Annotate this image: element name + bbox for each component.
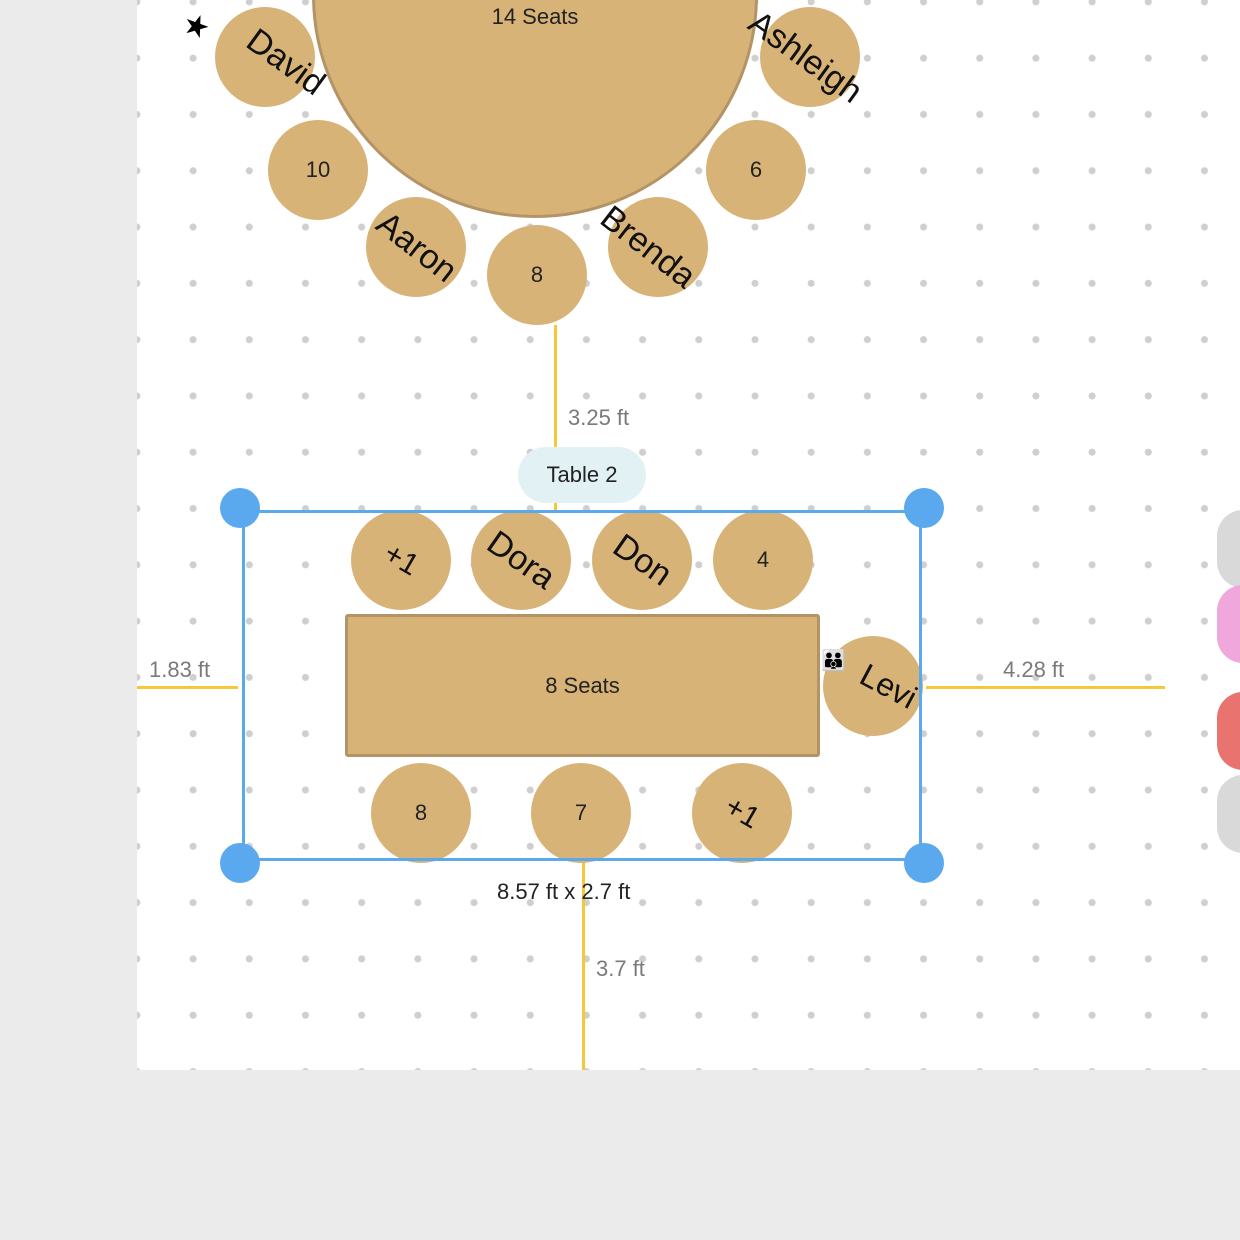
measurement-bottom: 3.7 ft bbox=[596, 956, 645, 981]
seat-number: 7 bbox=[574, 800, 588, 825]
measurement-right: 4.28 ft bbox=[1003, 657, 1065, 682]
round-table[interactable]: 14 Seats bbox=[312, 0, 758, 218]
seat-plus-one[interactable]: +1 bbox=[351, 510, 451, 610]
shape-gray[interactable] bbox=[1217, 510, 1240, 588]
seat-name: Brenda bbox=[593, 197, 704, 296]
seat-10[interactable]: 10 bbox=[268, 120, 368, 220]
shape-pink[interactable] bbox=[1217, 585, 1240, 663]
resize-handle-top-left[interactable] bbox=[220, 488, 260, 528]
guide-line-left bbox=[137, 686, 238, 689]
seat-name: Ashleigh bbox=[741, 2, 870, 111]
resize-handle-top-right[interactable] bbox=[904, 488, 944, 528]
seat-aaron[interactable]: Aaron bbox=[366, 197, 466, 297]
seat-plus-one[interactable]: +1 bbox=[692, 763, 792, 863]
seat-7[interactable]: 7 bbox=[531, 763, 631, 863]
table-dimensions: 8.57 ft x 2.7 ft bbox=[497, 879, 631, 904]
seat-number: 6 bbox=[749, 157, 763, 182]
seat-8[interactable]: 8 bbox=[487, 225, 587, 325]
resize-handle-bottom-left[interactable] bbox=[220, 843, 260, 883]
seat-number: 8 bbox=[414, 800, 428, 825]
seat-brenda[interactable]: Brenda bbox=[593, 197, 708, 297]
seat-number: 4 bbox=[756, 547, 770, 572]
seat-6[interactable]: 6 bbox=[706, 120, 806, 220]
seat-name: Aaron bbox=[368, 203, 464, 290]
floor-plan-canvas[interactable]: 14 Seats ★ David 10 Aaron 8 Brenda 6 Ash… bbox=[137, 0, 1240, 1070]
seat-david[interactable]: ★ David bbox=[178, 6, 332, 107]
selection-box[interactable] bbox=[242, 510, 922, 861]
seat-8[interactable]: 8 bbox=[371, 763, 471, 863]
family-icon: 👪 bbox=[821, 650, 846, 672]
seat-number: 8 bbox=[530, 262, 544, 287]
shape-gray[interactable] bbox=[1217, 775, 1240, 853]
seat-4[interactable]: 4 bbox=[713, 510, 813, 610]
seat-don[interactable]: Don bbox=[592, 510, 692, 610]
rectangular-table[interactable]: 8 Seats bbox=[345, 614, 820, 757]
measurement-top: 3.25 ft bbox=[568, 405, 630, 430]
resize-handle-bottom-right[interactable] bbox=[904, 843, 944, 883]
round-table-label: 14 Seats bbox=[491, 4, 579, 29]
table-name-tag[interactable]: Table 2 bbox=[518, 447, 646, 503]
seat-ashleigh[interactable]: Ashleigh bbox=[741, 3, 869, 110]
guide-line-top bbox=[554, 325, 557, 510]
table-seat-count: 8 Seats bbox=[545, 672, 620, 698]
seat-number: 10 bbox=[305, 157, 331, 182]
seat-levi[interactable]: 👪 Levi bbox=[821, 636, 923, 736]
shape-red[interactable] bbox=[1217, 692, 1240, 770]
seat-dora[interactable]: Dora bbox=[471, 510, 571, 610]
measurement-left: 1.83 ft bbox=[149, 657, 211, 682]
guide-line-right bbox=[926, 686, 1165, 689]
star-icon: ★ bbox=[178, 6, 215, 47]
guide-line-bottom bbox=[582, 861, 585, 1070]
